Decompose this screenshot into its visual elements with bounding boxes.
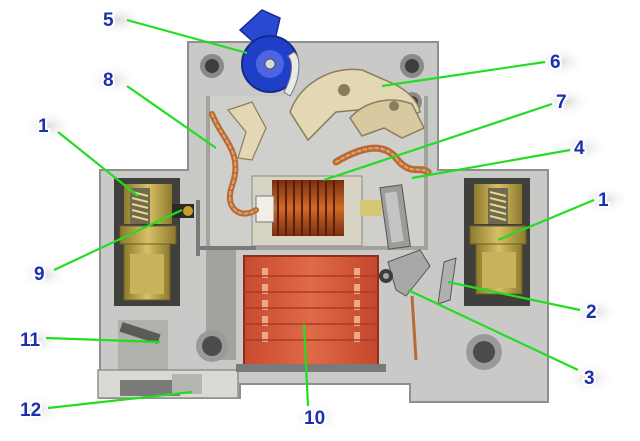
leader-1-right — [497, 198, 595, 242]
leader-11 — [45, 336, 161, 344]
right-terminal — [469, 184, 527, 295]
label-housing-slot: 11 — [20, 330, 41, 351]
handle-lever — [238, 9, 300, 97]
trip-mechanism — [226, 68, 426, 161]
leader-7 — [323, 102, 553, 182]
leader-12 — [47, 390, 193, 410]
label-trip-mechanism: 6 — [550, 52, 561, 73]
leader-1-left — [57, 131, 139, 197]
leader-10 — [302, 323, 310, 407]
label-moving-contact: 3 — [584, 368, 595, 389]
label-braided-wire: 8 — [103, 70, 114, 91]
label-din-rail-clip: 12 — [20, 400, 41, 421]
label-shadows — [10, 4, 631, 434]
left-terminal — [119, 184, 177, 301]
braided-wires — [209, 111, 432, 217]
leader-2 — [447, 280, 581, 312]
adjust-screw — [172, 200, 256, 256]
label-right-terminal: 1 — [598, 190, 609, 211]
label-handle-lever: 5 — [103, 10, 114, 31]
leader-6 — [381, 60, 546, 88]
label-contact-holder: 4 — [574, 138, 585, 159]
label-solenoid-coil: 7 — [556, 92, 567, 113]
label-left-terminal: 1 — [38, 116, 49, 137]
leader-5 — [126, 18, 248, 55]
contact-holder — [379, 184, 411, 250]
bimetal-strip — [410, 257, 457, 361]
leader-4 — [411, 148, 571, 180]
leader-9 — [53, 209, 183, 271]
label-arc-chute: 10 — [304, 408, 325, 429]
moving-contact — [379, 249, 431, 297]
leader-lines — [45, 18, 595, 410]
arc-chute — [236, 255, 386, 372]
callout-labels: 5 8 1 9 11 12 10 6 7 4 1 2 3 — [18, 8, 611, 431]
solenoid-coil — [251, 175, 382, 247]
label-bimetal: 2 — [586, 302, 597, 323]
leader-8 — [126, 85, 217, 149]
leader-3 — [407, 289, 579, 371]
label-adjust-screw: 9 — [34, 264, 45, 285]
